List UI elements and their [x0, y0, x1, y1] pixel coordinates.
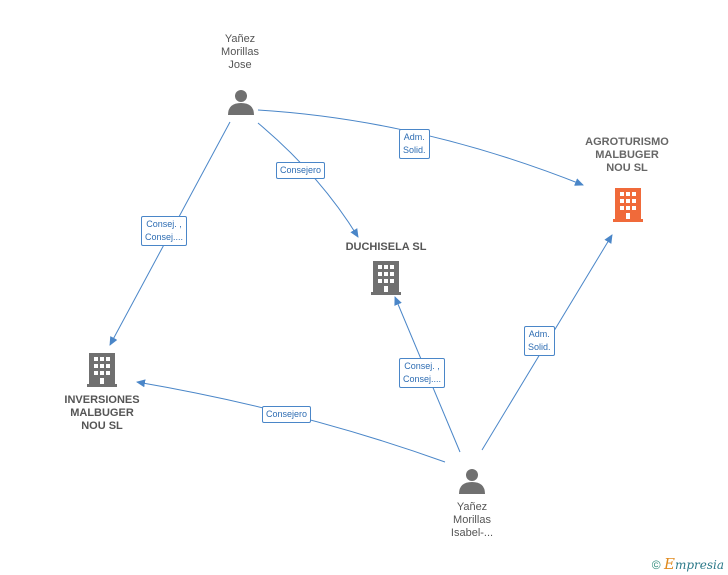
footer-credit: © Empresia: [652, 555, 724, 573]
brand-logo[interactable]: Empresia: [663, 555, 724, 573]
edge-label-isabel-duchisela: Consej. , Consej....: [399, 358, 446, 388]
person-icon[interactable]: [459, 469, 485, 494]
building-icon[interactable]: [613, 188, 643, 222]
edge-label-jose-agroturismo: Adm. Solid.: [399, 129, 430, 159]
node-label-isabel[interactable]: Yañez Morillas Isabel-...: [450, 501, 494, 539]
edge-label-jose-duchisela: Consejero: [276, 162, 326, 179]
building-icon[interactable]: [371, 261, 401, 295]
building-icon[interactable]: [87, 353, 117, 387]
copyright-icon: ©: [651, 558, 661, 572]
edge-label-isabel-inversiones: Consejero: [262, 406, 312, 423]
edge-label-isabel-agroturismo: Adm. Solid.: [524, 326, 555, 356]
person-icon[interactable]: [228, 90, 254, 115]
node-label-agroturismo[interactable]: AGROTURISMO MALBUGER NOU SL: [585, 136, 669, 174]
node-label-duchisela[interactable]: DUCHISELA SL: [345, 241, 427, 253]
node-label-jose[interactable]: Yañez Morillas Jose: [221, 33, 259, 71]
edge-jose-duchisela: [257, 122, 359, 238]
edge-label-jose-inversiones: Consej. , Consej....: [141, 216, 188, 246]
node-label-inversiones[interactable]: INVERSIONES MALBUGER NOU SL: [64, 394, 140, 432]
